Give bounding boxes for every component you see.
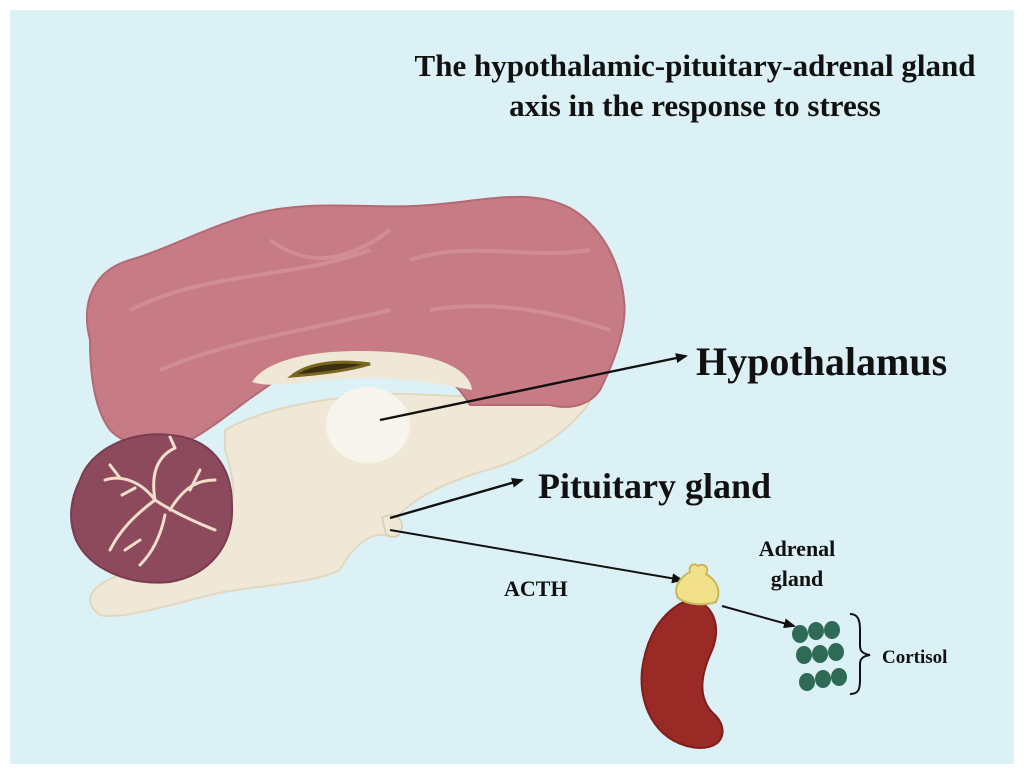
hypothalamus-label: Hypothalamus xyxy=(696,338,947,385)
pituitary-gland-label: Pituitary gland xyxy=(538,465,771,507)
cerebellum-shape xyxy=(71,434,232,582)
kidney-shape xyxy=(642,600,723,748)
diagram-title: The hypothalamic-pituitary-adrenal gland… xyxy=(360,46,1014,126)
cortisol-brace xyxy=(850,614,870,694)
title-line-1: The hypothalamic-pituitary-adrenal gland xyxy=(360,46,1014,86)
title-line-2: axis in the response to stress xyxy=(360,86,1014,126)
hypothalamus-region xyxy=(326,387,410,463)
acth-label: ACTH xyxy=(504,576,568,602)
diagram-canvas: The hypothalamic-pituitary-adrenal gland… xyxy=(10,10,1014,764)
arrow-cortisol xyxy=(722,606,794,626)
adrenal-gland-shape xyxy=(676,564,718,604)
cortisol-molecules xyxy=(792,621,847,691)
cortisol-label: Cortisol xyxy=(882,647,947,669)
arrow-acth xyxy=(390,530,682,580)
adrenal-gland-label: Adrenal gland xyxy=(744,534,850,594)
